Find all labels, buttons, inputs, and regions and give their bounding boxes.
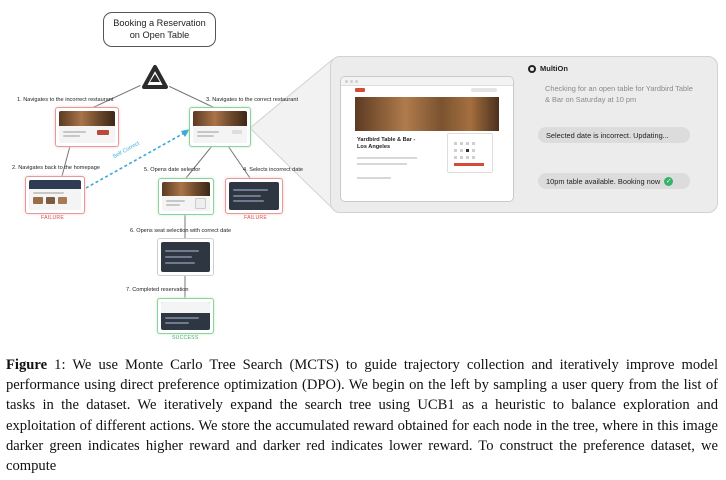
step-4-label: 4. Selects incorrect date [243, 167, 304, 173]
step-3-label: 3. Navigates to the correct restaurant [206, 97, 299, 103]
node-3-screenshot [193, 111, 247, 143]
node-7-success-label: SUCCESS [172, 335, 199, 341]
task-title-line1: Booking a Reservation [113, 18, 206, 28]
edge-node3-node4 [227, 145, 251, 179]
caption-label: Figure [6, 357, 48, 373]
tree-node-6 [157, 238, 214, 276]
self-correct-arrow [85, 131, 187, 189]
multion-brand-icon [528, 64, 536, 73]
step-1-label: 1. Navigates to the incorrect restaurant [17, 97, 114, 103]
opentable-logo-icon [355, 88, 365, 92]
agent-message-3-text: 10pm table available. Booking now [546, 176, 661, 186]
restaurant-title: Yardbird Table & Bar - Los Angeles [357, 137, 416, 150]
tree-node-1 [55, 107, 119, 147]
tree-node-3 [189, 107, 251, 147]
step-5-label: 5. Opens date selector [144, 167, 201, 173]
caption-number: 1: [54, 357, 66, 373]
node-2-failure-label: FAILURE [41, 215, 65, 221]
agent-message-1: Checking for an open table for Yardbird … [545, 84, 693, 104]
tree-edges [61, 58, 533, 298]
checkmark-icon: ✓ [664, 176, 674, 186]
restaurant-hero-image [355, 97, 499, 131]
task-title-line2: on Open Table [129, 29, 190, 40]
browser-screenshot: Yardbird Table & Bar - Los Angeles [340, 76, 514, 202]
edge-node1-node2 [61, 145, 71, 177]
self-correct-arrowhead [181, 129, 190, 137]
task-title-box: Booking a Reservation on Open Table [103, 12, 216, 47]
node-4-screenshot [229, 182, 279, 210]
agent-brand-name: MultiOn [540, 64, 568, 73]
figure-caption: Figure 1: We use Monte Carlo Tree Search… [6, 355, 718, 476]
node-6-screenshot [161, 242, 210, 272]
node-5-screenshot [162, 182, 210, 211]
node-4-failure-label: FAILURE [244, 215, 268, 221]
agent-message-3: 10pm table available. Booking now ✓ [538, 173, 690, 189]
node-1-screenshot [59, 111, 115, 143]
step-7-label: 7. Completed reservation [126, 287, 189, 293]
agent-brand: MultiOn [528, 64, 568, 73]
multion-logo-icon [139, 63, 171, 95]
date-selector-calendar [447, 133, 493, 173]
tree-node-2 [25, 176, 85, 214]
agent-message-2: Selected date is incorrect. Updating... [538, 127, 690, 143]
restaurant-detail-line [357, 177, 391, 179]
caption-text: We use Monte Carlo Tree Search (MCTS) to… [6, 357, 719, 475]
tree-node-5 [158, 178, 214, 215]
node-7-screenshot [161, 302, 210, 330]
header-search-bar [471, 88, 497, 92]
step-6-label: 6. Opens seat selection with correct dat… [130, 228, 232, 234]
edge-node3-node5 [185, 145, 213, 179]
restaurant-meta-line [357, 157, 417, 159]
tree-node-4 [225, 178, 283, 214]
browser-toolbar [341, 77, 513, 86]
node-2-screenshot [29, 180, 81, 210]
mcts-figure: Booking a Reservation on Open Table 1. N… [12, 12, 718, 341]
restaurant-tabs-line [357, 163, 407, 165]
step-2-label: 2. Navigates back to the homepage [12, 165, 101, 171]
agent-message-2-text: Selected date is incorrect. Updating... [546, 130, 669, 140]
tree-node-7 [157, 298, 214, 334]
